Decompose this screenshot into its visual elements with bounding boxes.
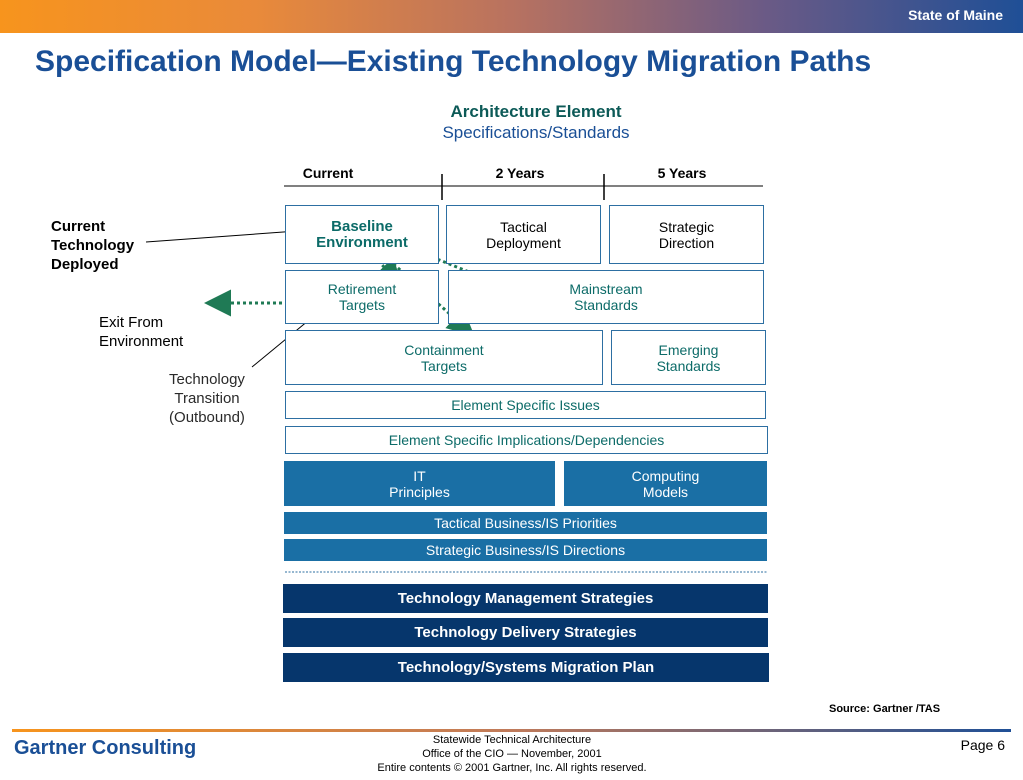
footer-rule	[12, 729, 1011, 732]
footer-line-1: Statewide Technical Architecture	[432, 734, 592, 746]
footer-line-3: Entire contents © 2001 Gartner, Inc. All…	[377, 762, 647, 774]
brand-logo: Gartner Consulting	[14, 737, 197, 759]
footer-center: Statewide Technical Architecture Office …	[312, 733, 712, 775]
current-technology-label: Current Technology Deployed	[51, 218, 135, 273]
emerging-standards-box: Emerging Standards	[611, 330, 766, 385]
page-number: Page 6	[960, 737, 1005, 753]
org-name: State of Maine	[908, 7, 1003, 23]
element-specific-implications-box: Element Specific Implications/Dependenci…	[285, 426, 768, 454]
baseline-environment-box: Baseline Environment	[285, 205, 439, 264]
retirement-targets-box: Retirement Targets	[285, 270, 439, 324]
footer-line-2: Office of the CIO — November, 2001	[422, 748, 602, 760]
column-5-years: 5 Years	[657, 165, 707, 181]
column-current: Current	[302, 165, 354, 181]
strategic-directions-box: Strategic Business/IS Directions	[284, 539, 767, 561]
diagram-subtitle: Specifications/Standards	[442, 123, 630, 142]
computing-models-box: Computing Models	[564, 461, 767, 506]
containment-targets-box: Containment Targets	[285, 330, 603, 385]
source-note: Source: Gartner /TAS	[829, 703, 941, 715]
diagram-title: Architecture Element	[450, 102, 622, 121]
header-bar	[0, 0, 1023, 33]
current-tech-leader	[145, 229, 312, 243]
page-title: Specification Model—Existing Technology …	[35, 45, 872, 78]
mainstream-standards-box: Mainstream Standards	[448, 270, 764, 324]
technology-delivery-strategies-box: Technology Delivery Strategies	[283, 618, 768, 647]
technology-management-strategies-box: Technology Management Strategies	[283, 584, 768, 613]
exit-environment-label: Exit From Environment	[99, 314, 184, 350]
migration-plan-box: Technology/Systems Migration Plan	[283, 653, 769, 682]
strategic-direction-box: Strategic Direction	[609, 205, 764, 264]
column-2-years: 2 Years	[495, 165, 545, 181]
technology-transition-label: Technology Transition (Outbound)	[169, 371, 245, 426]
tactical-deployment-box: Tactical Deployment	[446, 205, 601, 264]
element-specific-issues-box: Element Specific Issues	[285, 391, 766, 419]
it-principles-box: IT Principles	[284, 461, 555, 506]
tactical-priorities-box: Tactical Business/IS Priorities	[284, 512, 767, 534]
